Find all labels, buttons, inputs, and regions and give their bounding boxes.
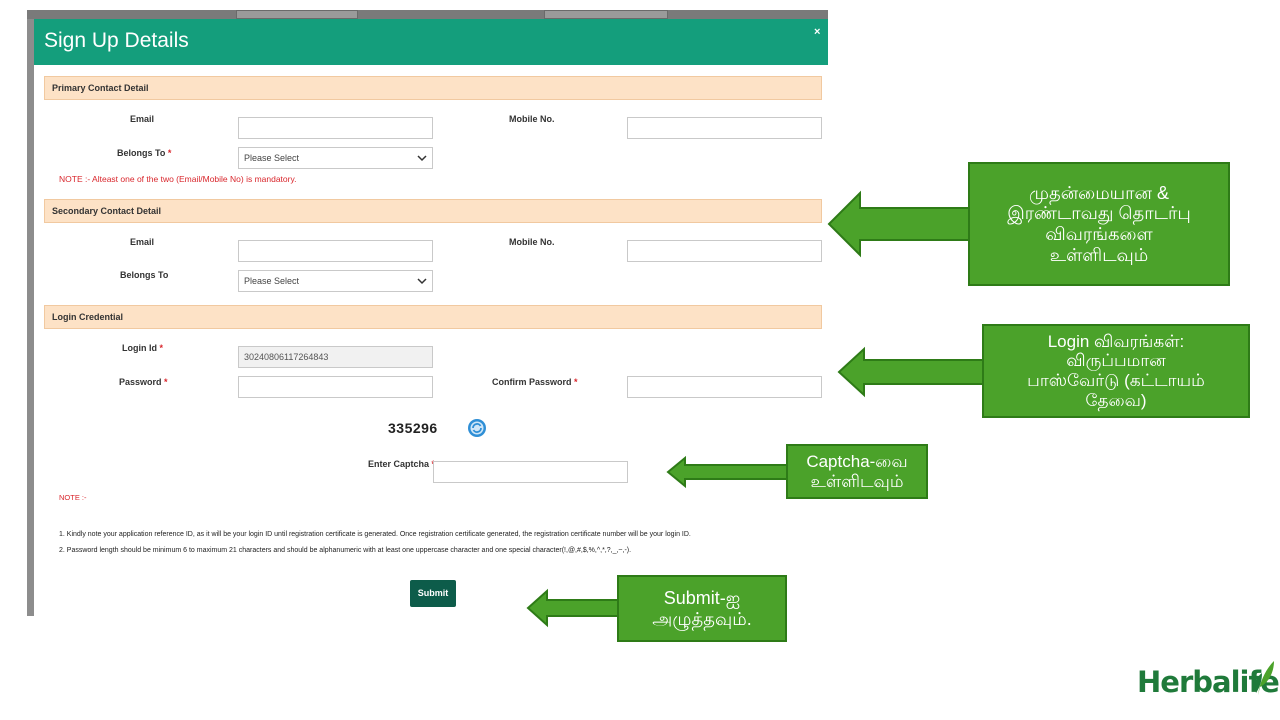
note-line-1: 1. Kindly note your application referenc… <box>59 531 691 538</box>
password-input[interactable] <box>238 376 433 398</box>
callout-line: இரண்டாவது தொடர்பு <box>1007 203 1191 224</box>
modal-title: Sign Up Details <box>44 29 189 52</box>
chevron-down-icon <box>417 155 427 162</box>
primary-mobile-input[interactable] <box>627 117 822 139</box>
confirm-password-label: Confirm Password * <box>492 377 578 387</box>
primary-email-input[interactable] <box>238 117 433 139</box>
secondary-mobile-label: Mobile No. <box>509 237 555 247</box>
secondary-email-label: Email <box>130 237 155 247</box>
login-id-field: 30240806117264843 <box>238 346 433 368</box>
refresh-icon[interactable] <box>467 418 487 438</box>
callout-captcha: Captcha-வை உள்ளிடவும் <box>786 444 928 499</box>
background-page-strip <box>27 10 828 19</box>
primary-mobile-label: Mobile No. <box>509 114 555 124</box>
note-line-2: 2. Password length should be minimum 6 t… <box>59 547 632 554</box>
callout-contact-details: முதன்மையான & இரண்டாவது தொடர்பு விவரங்களை… <box>968 162 1230 286</box>
callout-line: Submit-ஐ <box>663 587 741 608</box>
captcha-code: 335296 <box>388 420 438 436</box>
signup-modal: Sign Up Details × Primary Contact Detail… <box>34 19 828 616</box>
captcha-input[interactable] <box>433 461 628 483</box>
section-primary-contact: Primary Contact Detail <box>44 76 822 100</box>
login-id-label: Login Id * <box>122 343 164 353</box>
callout-line: விவரங்களை <box>1045 224 1153 244</box>
arrow-left-icon <box>837 346 986 398</box>
callout-login-details: Login விவரங்கள்: விருப்பமான பாஸ்வேர்டு (… <box>982 324 1250 418</box>
background-field <box>236 10 358 19</box>
arrow-left-icon <box>666 455 789 489</box>
secondary-email-input[interactable] <box>238 240 433 262</box>
notes-label: NOTE :- <box>59 493 87 502</box>
select-value: Please Select <box>244 153 300 163</box>
submit-button[interactable]: Submit <box>410 580 456 607</box>
arrow-left-icon <box>827 190 971 258</box>
callout-submit: Submit-ஐ அழுத்தவும். <box>617 575 787 642</box>
section-title: Primary Contact Detail <box>52 83 149 93</box>
callout-line: விருப்பமான <box>1066 351 1166 371</box>
callout-line: உள்ளிடவும் <box>1049 244 1149 265</box>
secondary-belongs-select[interactable]: Please Select <box>238 270 433 292</box>
callout-line: அழுத்தவும். <box>652 608 752 629</box>
primary-belongs-label: Belongs To * <box>117 148 172 158</box>
secondary-belongs-label: Belongs To <box>120 270 169 280</box>
modal-header: Sign Up Details × <box>34 19 828 65</box>
background-field <box>544 10 668 19</box>
secondary-mobile-input[interactable] <box>627 240 822 262</box>
enter-captcha-label: Enter Captcha * <box>368 459 435 469</box>
primary-belongs-select[interactable]: Please Select <box>238 147 433 169</box>
callout-line: முதன்மையான & <box>1029 182 1169 203</box>
callout-line: Login விவரங்கள்: <box>1047 331 1185 351</box>
arrow-left-icon <box>526 588 621 628</box>
confirm-password-input[interactable] <box>627 376 822 398</box>
callout-line: Captcha-வை <box>806 451 908 471</box>
callout-line: பாஸ்வேர்டு (கட்டாயம் <box>1027 371 1205 390</box>
leaf-icon <box>1255 661 1274 695</box>
section-login-credential: Login Credential <box>44 305 822 329</box>
section-title: Secondary Contact Detail <box>52 206 162 216</box>
callout-line: உள்ளிடவும் <box>810 471 904 491</box>
primary-note: NOTE :- Alteast one of the two (Email/Mo… <box>59 174 297 184</box>
section-title: Login Credential <box>52 312 124 322</box>
chevron-down-icon <box>417 278 427 285</box>
section-secondary-contact: Secondary Contact Detail <box>44 199 822 223</box>
select-value: Please Select <box>244 276 300 286</box>
callout-line: தேவை) <box>1085 390 1147 410</box>
password-label: Password * <box>119 377 168 387</box>
close-icon[interactable]: × <box>814 26 821 38</box>
primary-email-label: Email <box>130 114 155 124</box>
